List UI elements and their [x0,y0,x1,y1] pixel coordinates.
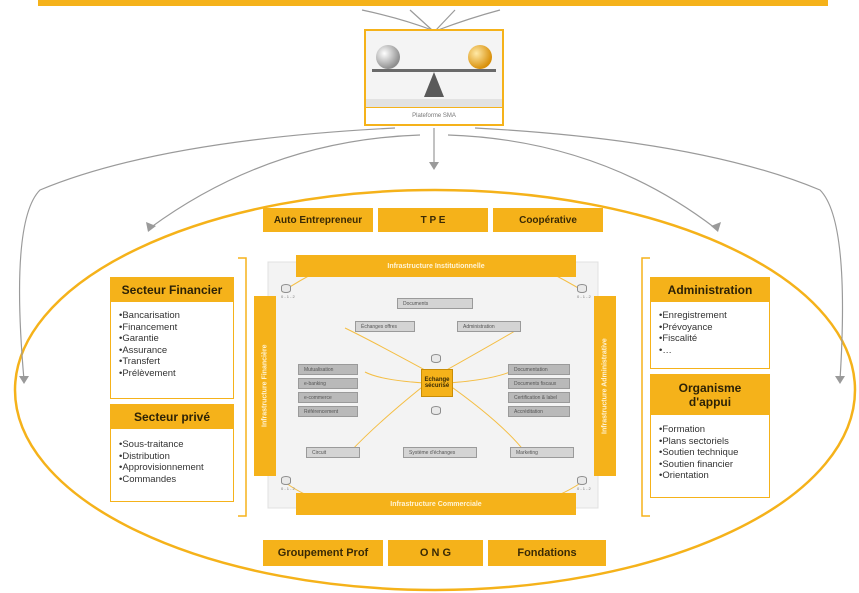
list-item: Soutien technique [659,447,765,459]
organisme-appui-list: Formation Plans sectoriels Soutien techn… [659,424,765,482]
database-icon [281,284,291,293]
list-item: Prélèvement [119,368,229,380]
list-item: Sous-traitance [119,439,229,451]
database-caption: 0 - 1 - 2 [577,486,591,491]
infrastructure-left-band: Infrastructure Financière [254,296,276,476]
administration-title: Administration [651,278,769,302]
secteur-prive-panel: Secteur privé Sous-traitance Distributio… [110,404,234,502]
top-bar [38,0,828,6]
database-icon [577,476,587,485]
list-item: Plans sectoriels [659,436,765,448]
organisme-appui-panel: Organisme d'appui Formation Plans sector… [650,374,770,498]
list-item: Commandes [119,474,229,486]
database-caption: 0 - 1 - 2 [577,294,591,299]
secteur-financier-list: Bancarisation Financement Garantie Assur… [119,310,229,379]
infrastructure-top-band: Infrastructure Institutionnelle [296,255,576,277]
infrastructure-right-band: Infrastructure Administrative [594,296,616,476]
database-icon [577,284,587,293]
secteur-prive-list: Sous-traitance Distribution Approvisionn… [119,439,229,485]
module-box: Marketing [510,447,574,458]
module-box: Documents [397,298,473,309]
list-item: Prévoyance [659,322,765,334]
list-item: Enregistrement [659,310,765,322]
module-box: Certification & label [508,392,570,403]
infrastructure-bottom-band: Infrastructure Commerciale [296,493,576,515]
administration-list: Enregistrement Prévoyance Fiscalité … [659,310,765,356]
module-box: Mutualisation [298,364,358,375]
ong-box: O N G [388,540,483,566]
list-item: Assurance [119,345,229,357]
list-item: Orientation [659,470,765,482]
module-box: Documentation [508,364,570,375]
tpe-box: T P E [378,208,488,232]
center-exchange-node: Echange sécurisé [421,369,453,397]
list-item: Financement [119,322,229,334]
auto-entrepreneur-box: Auto Entrepreneur [263,208,373,232]
database-caption: 0 - 1 - 2 [281,486,295,491]
list-item: Fiscalité [659,333,765,345]
module-box: e-banking [298,378,358,389]
administration-panel: Administration Enregistrement Prévoyance… [650,277,770,369]
secteur-prive-title: Secteur privé [111,405,233,429]
module-box: Circuit [306,447,360,458]
cooperative-box: Coopérative [493,208,603,232]
module-box: e-commerce [298,392,358,403]
side-brackets [238,257,650,517]
platform-box: Plateforme SMA [364,29,504,126]
balance-scale-icon [366,45,502,107]
database-caption: 0 - 1 - 2 [281,294,295,299]
groupement-prof-box: Groupement Prof [263,540,383,566]
list-item: Formation [659,424,765,436]
fondations-box: Fondations [488,540,606,566]
organisme-appui-title: Organisme d'appui [651,375,769,415]
module-box: Accréditation [508,406,570,417]
module-box: Référencement [298,406,358,417]
top-arrows [361,9,501,31]
database-icon [431,354,441,363]
list-item: Approvisionnement [119,462,229,474]
list-item: … [659,345,765,357]
platform-caption: Plateforme SMA [366,107,502,124]
module-box: Échanges offres [355,321,415,332]
module-box: Documents fiscaux [508,378,570,389]
secteur-financier-title: Secteur Financier [111,278,233,302]
list-item: Bancarisation [119,310,229,322]
module-box: Système d'échanges [403,447,477,458]
secteur-financier-panel: Secteur Financier Bancarisation Financem… [110,277,234,399]
module-box: Administration [457,321,521,332]
database-icon [281,476,291,485]
list-item: Garantie [119,333,229,345]
list-item: Distribution [119,451,229,463]
platform-arrows [18,127,844,381]
list-item: Transfert [119,356,229,368]
database-icon [431,406,441,415]
list-item: Soutien financier [659,459,765,471]
